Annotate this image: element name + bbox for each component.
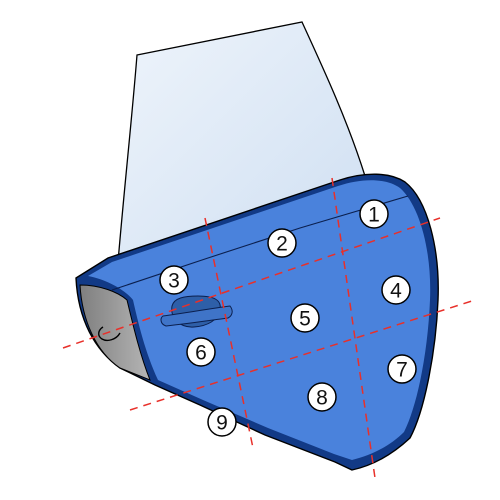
cut-lines (62, 177, 476, 479)
zone-1-label: 1 (368, 204, 380, 227)
door-latch (98, 326, 121, 342)
zone-8-label: 8 (316, 387, 328, 410)
zone-2-label: 2 (276, 233, 288, 256)
door-inner-shade (79, 284, 151, 381)
zone-3-label: 3 (168, 270, 180, 293)
zone-3-marker: 3 (159, 265, 189, 295)
zone-9-marker: 9 (207, 407, 237, 437)
zone-markers: 1 2 3 4 5 6 7 8 (159, 199, 417, 437)
zone-9-label: 9 (216, 412, 228, 435)
zone-7-marker: 7 (387, 354, 417, 384)
zone-6-label: 6 (195, 342, 207, 365)
zone-8-marker: 8 (307, 382, 337, 412)
zone-7-label: 7 (396, 359, 408, 382)
door-handle (160, 295, 233, 328)
zone-2-marker: 2 (267, 228, 297, 258)
zone-4-label: 4 (390, 280, 402, 303)
zone-1-marker: 1 (359, 199, 389, 229)
belt-line (111, 195, 409, 291)
zone-5-label: 5 (299, 308, 311, 331)
zone-5-marker: 5 (290, 303, 320, 333)
zone-6-marker: 6 (186, 337, 216, 367)
zone-4-marker: 4 (381, 275, 411, 305)
